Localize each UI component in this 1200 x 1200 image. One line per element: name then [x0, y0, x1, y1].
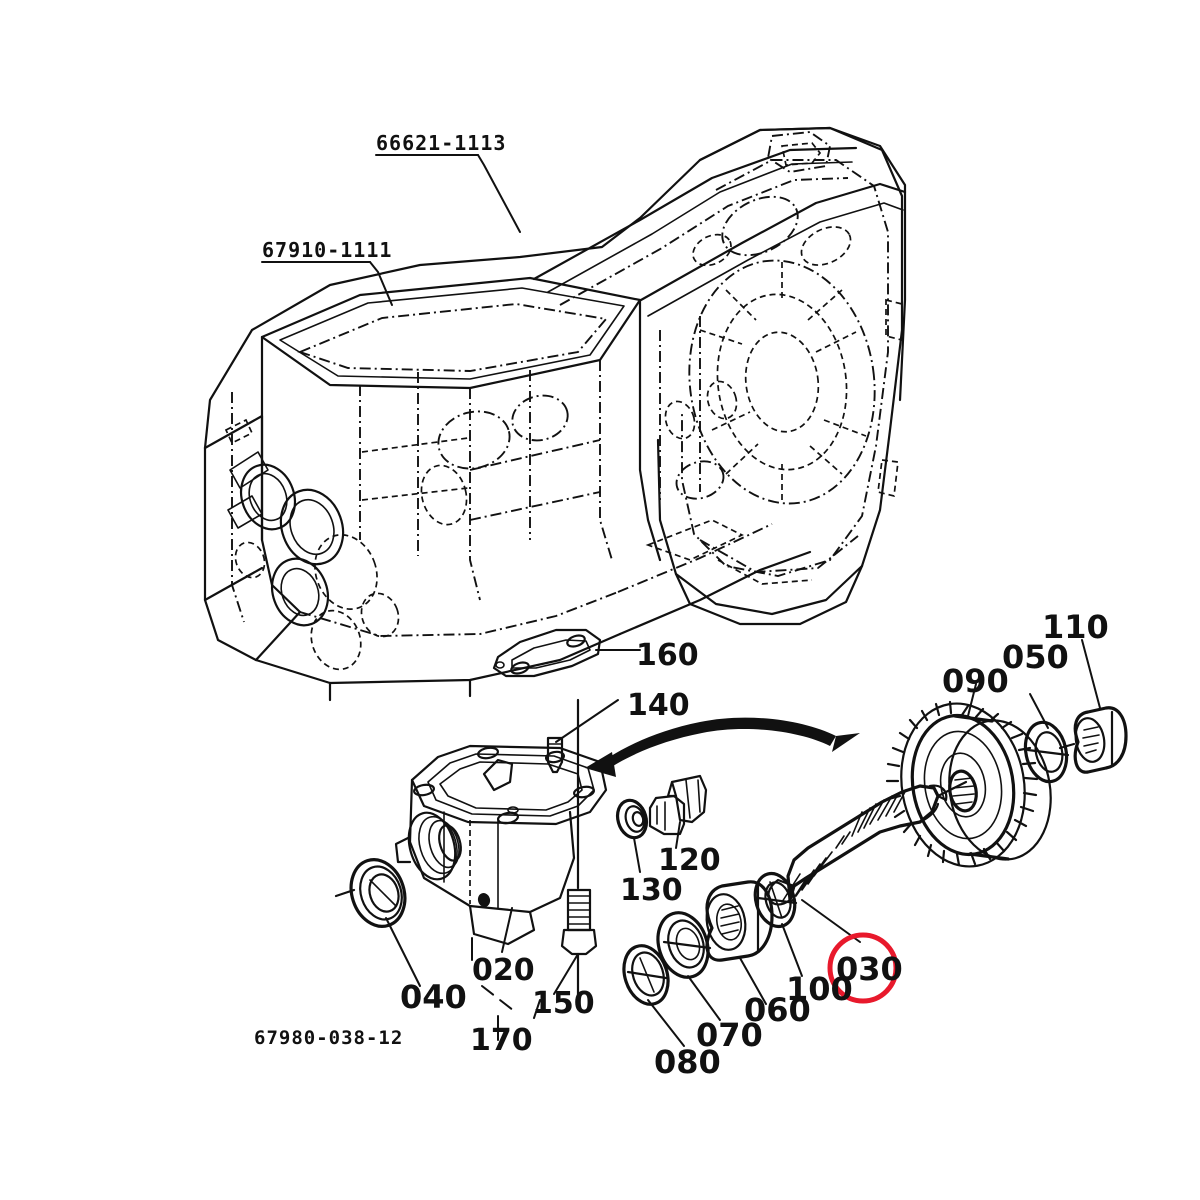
callout-140[interactable]: 140 [627, 688, 690, 723]
callout-110[interactable]: 110 [1042, 608, 1109, 646]
callout-050[interactable]: 060 [744, 991, 811, 1029]
pto-cover [394, 744, 608, 946]
part-number-66621: 66621-1113 [376, 131, 506, 155]
bolt-150 [560, 698, 598, 1006]
bearing-110 [1058, 706, 1128, 774]
transmission-case [203, 126, 907, 702]
callout-080[interactable]: 080 [654, 1043, 721, 1081]
oil-seal-040 [334, 858, 407, 928]
callout-090[interactable]: 090 [942, 662, 1009, 700]
washer-130 [615, 798, 649, 840]
highlight-circle-030 [827, 932, 899, 1004]
callout-150[interactable]: 150 [532, 986, 595, 1021]
part-number-67910: 67910-1111 [262, 238, 392, 262]
callout-100[interactable]: 100 [786, 970, 853, 1008]
leader-lines [261, 154, 1101, 1047]
snap-ring-080 [622, 944, 670, 1006]
ball-bearing-050 [705, 880, 774, 962]
callout-040[interactable]: 040 [400, 978, 467, 1016]
callout-130[interactable]: 130 [620, 873, 683, 908]
drawing-number: 67980-038-12 [254, 1027, 403, 1049]
callout-060[interactable]: 070 [696, 1016, 763, 1054]
callout-030[interactable]: 030 [836, 950, 903, 988]
gear-090 [885, 700, 1052, 868]
gasket-160 [492, 628, 602, 678]
callout-020[interactable]: 020 [472, 953, 535, 988]
assembly-arrow [585, 717, 860, 777]
callout-170[interactable]: 170 [470, 1023, 533, 1058]
bell-housing [656, 126, 904, 626]
callout-070[interactable]: 050 [1002, 638, 1069, 676]
bolt-120 [648, 774, 708, 836]
pto-shaft-030 [767, 780, 968, 906]
washer-070 [1023, 720, 1070, 784]
callout-160[interactable]: 160 [636, 638, 699, 673]
callout-120[interactable]: 120 [658, 843, 721, 878]
washer-060 [656, 911, 712, 979]
